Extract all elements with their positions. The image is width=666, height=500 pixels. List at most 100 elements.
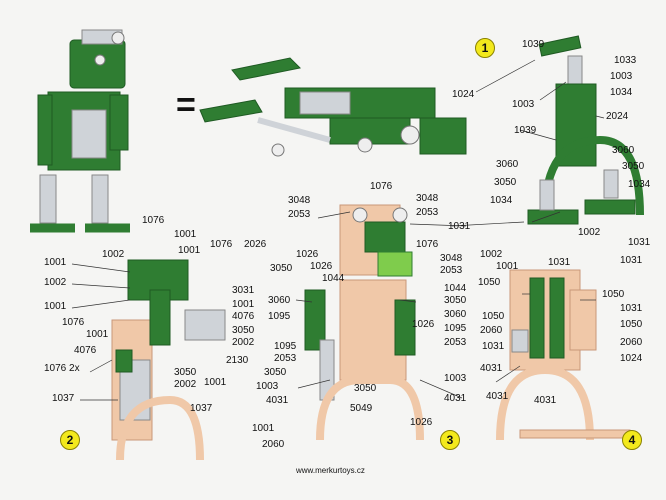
part-label: 2060 bbox=[262, 439, 285, 450]
part-label: 3048 bbox=[288, 195, 311, 206]
part-label: 2053 bbox=[416, 207, 439, 218]
part-label: 1024 bbox=[620, 353, 643, 364]
part-label: 3060 bbox=[496, 159, 519, 170]
part-label: 3050 bbox=[494, 177, 517, 188]
part-label: 1001 bbox=[44, 301, 67, 312]
part-label: 1024 bbox=[452, 89, 475, 100]
part-label: 1076 2x bbox=[44, 363, 80, 374]
part-label: 3060 bbox=[444, 309, 467, 320]
part-label: 1001 bbox=[86, 329, 109, 340]
footer-website: www.merkurtoys.cz bbox=[296, 466, 365, 475]
part-label: 1003 bbox=[256, 381, 279, 392]
part-label: 1031 bbox=[628, 237, 651, 248]
step-badge-4: 4 bbox=[622, 430, 642, 450]
part-label: 1026 bbox=[410, 417, 433, 428]
part-label: 4076 bbox=[74, 345, 97, 356]
part-label: 3050 bbox=[174, 367, 197, 378]
part-label: 1002 bbox=[578, 227, 601, 238]
part-label: 1044 bbox=[444, 283, 467, 294]
part-label: 1076 bbox=[416, 239, 439, 250]
part-label: 1031 bbox=[620, 255, 643, 266]
part-label: 1076 bbox=[62, 317, 85, 328]
part-label: 5049 bbox=[350, 403, 373, 414]
part-label: 3050 bbox=[270, 263, 293, 274]
part-label: 2130 bbox=[226, 355, 249, 366]
step1-parts-illustration bbox=[527, 35, 644, 225]
part-label: 1095 bbox=[274, 341, 297, 352]
part-label: 1026 bbox=[310, 261, 333, 272]
part-label: 1003 bbox=[512, 99, 535, 110]
part-label: 1002 bbox=[44, 277, 67, 288]
part-label: 1026 bbox=[296, 249, 319, 260]
part-label: 2060 bbox=[620, 337, 643, 348]
part-label: 3048 bbox=[440, 253, 463, 264]
part-label: 3060 bbox=[268, 295, 291, 306]
part-label: 3060 bbox=[612, 145, 635, 156]
part-label: 1002 bbox=[480, 249, 503, 260]
part-label: 2024 bbox=[606, 111, 629, 122]
part-label: 2053 bbox=[274, 353, 297, 364]
part-label: 2060 bbox=[480, 325, 503, 336]
part-label: 3050 bbox=[232, 325, 255, 336]
part-label: 1076 bbox=[210, 239, 233, 250]
part-label: 1001 bbox=[232, 299, 255, 310]
part-label: 1003 bbox=[444, 373, 467, 384]
step-badge-2: 2 bbox=[60, 430, 80, 450]
part-label: 4031 bbox=[480, 363, 503, 374]
part-label: 3031 bbox=[232, 285, 255, 296]
part-label: 1095 bbox=[444, 323, 467, 334]
part-label: 4031 bbox=[266, 395, 289, 406]
part-label: 1076 bbox=[142, 215, 165, 226]
part-label: 1033 bbox=[614, 55, 637, 66]
part-label: 2002 bbox=[232, 337, 255, 348]
part-label: 2053 bbox=[444, 337, 467, 348]
part-label: 1003 bbox=[610, 71, 633, 82]
part-label: 1031 bbox=[448, 221, 471, 232]
part-label: 4031 bbox=[444, 393, 467, 404]
part-label: 1037 bbox=[190, 403, 213, 414]
part-label: 1031 bbox=[620, 303, 643, 314]
part-label: 1001 bbox=[174, 229, 197, 240]
part-label: 1050 bbox=[620, 319, 643, 330]
part-label: 3048 bbox=[416, 193, 439, 204]
part-label: 3050 bbox=[264, 367, 287, 378]
part-label: 1034 bbox=[610, 87, 633, 98]
part-label: 1002 bbox=[102, 249, 125, 260]
part-label: 1031 bbox=[482, 341, 505, 352]
part-label: 1034 bbox=[628, 179, 651, 190]
part-label: 1037 bbox=[52, 393, 75, 404]
part-label: 1076 bbox=[370, 181, 393, 192]
part-label: 4031 bbox=[534, 395, 557, 406]
part-label: 1050 bbox=[482, 311, 505, 322]
part-label: 1050 bbox=[478, 277, 501, 288]
part-label: 1001 bbox=[204, 377, 227, 388]
leader-lines bbox=[71, 59, 605, 401]
part-label: 1034 bbox=[490, 195, 513, 206]
part-label: 1031 bbox=[548, 257, 571, 268]
robot-standing-illustration bbox=[30, 29, 130, 233]
part-label: 1039 bbox=[522, 39, 545, 50]
part-label: 3050 bbox=[354, 383, 377, 394]
equals-sign: = bbox=[176, 86, 196, 124]
part-label: 1001 bbox=[496, 261, 519, 272]
part-label: 1050 bbox=[602, 289, 625, 300]
part-label: 1039 bbox=[514, 125, 537, 136]
part-label: 2053 bbox=[288, 209, 311, 220]
part-label: 2026 bbox=[244, 239, 267, 250]
part-label: 1001 bbox=[252, 423, 275, 434]
step2-robot-illustration bbox=[111, 259, 226, 461]
part-label: 1095 bbox=[268, 311, 291, 322]
robot-vehicle-illustration bbox=[199, 57, 467, 157]
part-label: 2002 bbox=[174, 379, 197, 390]
step-badge-3: 3 bbox=[440, 430, 460, 450]
step-badge-1: 1 bbox=[475, 38, 495, 58]
part-label: 4031 bbox=[486, 391, 509, 402]
part-label: 2053 bbox=[440, 265, 463, 276]
part-label: 1001 bbox=[44, 257, 67, 268]
part-label: 3050 bbox=[444, 295, 467, 306]
part-label: 3050 bbox=[622, 161, 645, 172]
part-label: 1001 bbox=[178, 245, 201, 256]
step3-robot-illustration bbox=[304, 204, 424, 441]
